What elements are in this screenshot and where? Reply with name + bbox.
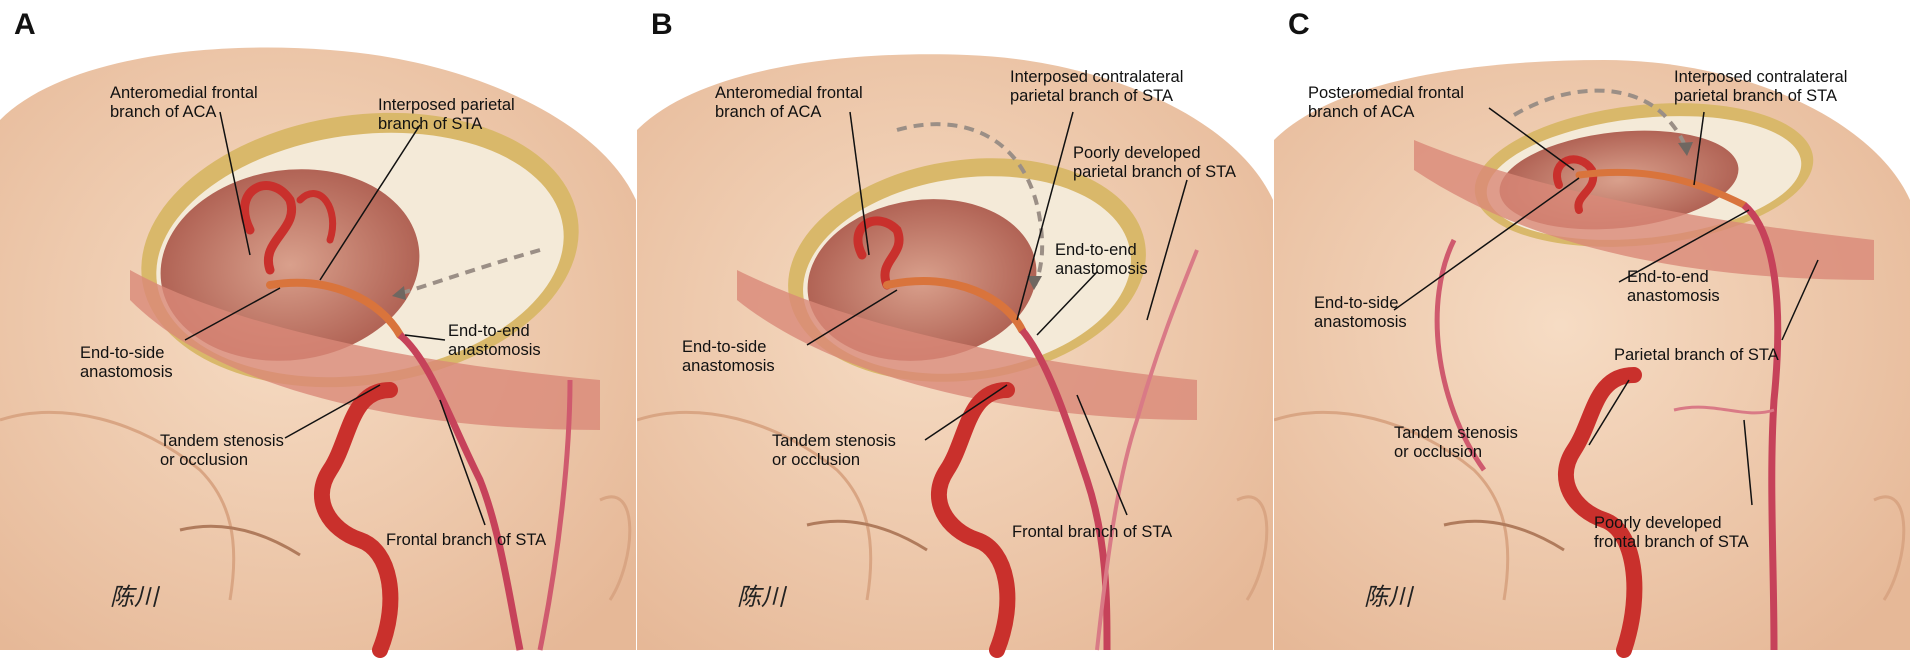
carotid-artery — [930, 382, 1016, 658]
dashed-arrow — [896, 122, 1045, 286]
sta-parietal-poor — [1095, 249, 1199, 651]
artist-signature: 陈川 — [110, 583, 161, 611]
ear — [599, 495, 632, 601]
aca-branch — [853, 216, 904, 290]
eye-line — [1443, 519, 1565, 552]
sta-frontal-poor — [1673, 405, 1775, 415]
temporal-vessels — [1434, 238, 1487, 472]
skin-flap — [737, 270, 1197, 420]
graft-artery — [1575, 168, 1748, 209]
ear — [1236, 495, 1269, 601]
ear — [1873, 495, 1906, 601]
face-contour — [637, 410, 873, 601]
aca-branch — [1553, 155, 1598, 214]
face-contour — [0, 410, 236, 601]
artist-signature: 陈川 — [1364, 583, 1415, 611]
label-frontal: Frontal branch of STA — [1012, 523, 1172, 541]
panel-c: C — [1274, 0, 1910, 660]
skin-flap — [130, 270, 600, 430]
panel-letter: B — [651, 8, 673, 41]
sta-parietal — [1741, 202, 1782, 651]
panel-a: A — [0, 0, 636, 660]
dashed-arrow — [394, 248, 541, 297]
carotid-artery — [1557, 367, 1643, 658]
artist-signature: 陈川 — [737, 583, 788, 611]
panel-b: B A — [637, 0, 1273, 660]
aca-branch — [240, 181, 297, 275]
sta-frontal — [1019, 327, 1111, 651]
eye-line — [179, 524, 301, 557]
label-parietal: Parietal branch of STA — [1614, 346, 1779, 364]
eye-line — [806, 519, 928, 552]
carotid-artery — [313, 382, 399, 658]
sta-frontal — [397, 332, 524, 651]
graft-artery — [266, 278, 404, 339]
skin-flap — [1414, 140, 1874, 280]
panel-letter: A — [14, 8, 36, 41]
sta-parietal — [537, 379, 573, 651]
graft-artery — [883, 277, 1026, 334]
panel-letter: C — [1288, 8, 1310, 41]
face-contour — [1274, 410, 1510, 601]
label-frontal: Frontal branch of STA — [386, 531, 546, 549]
dashed-arrow — [1512, 88, 1688, 151]
